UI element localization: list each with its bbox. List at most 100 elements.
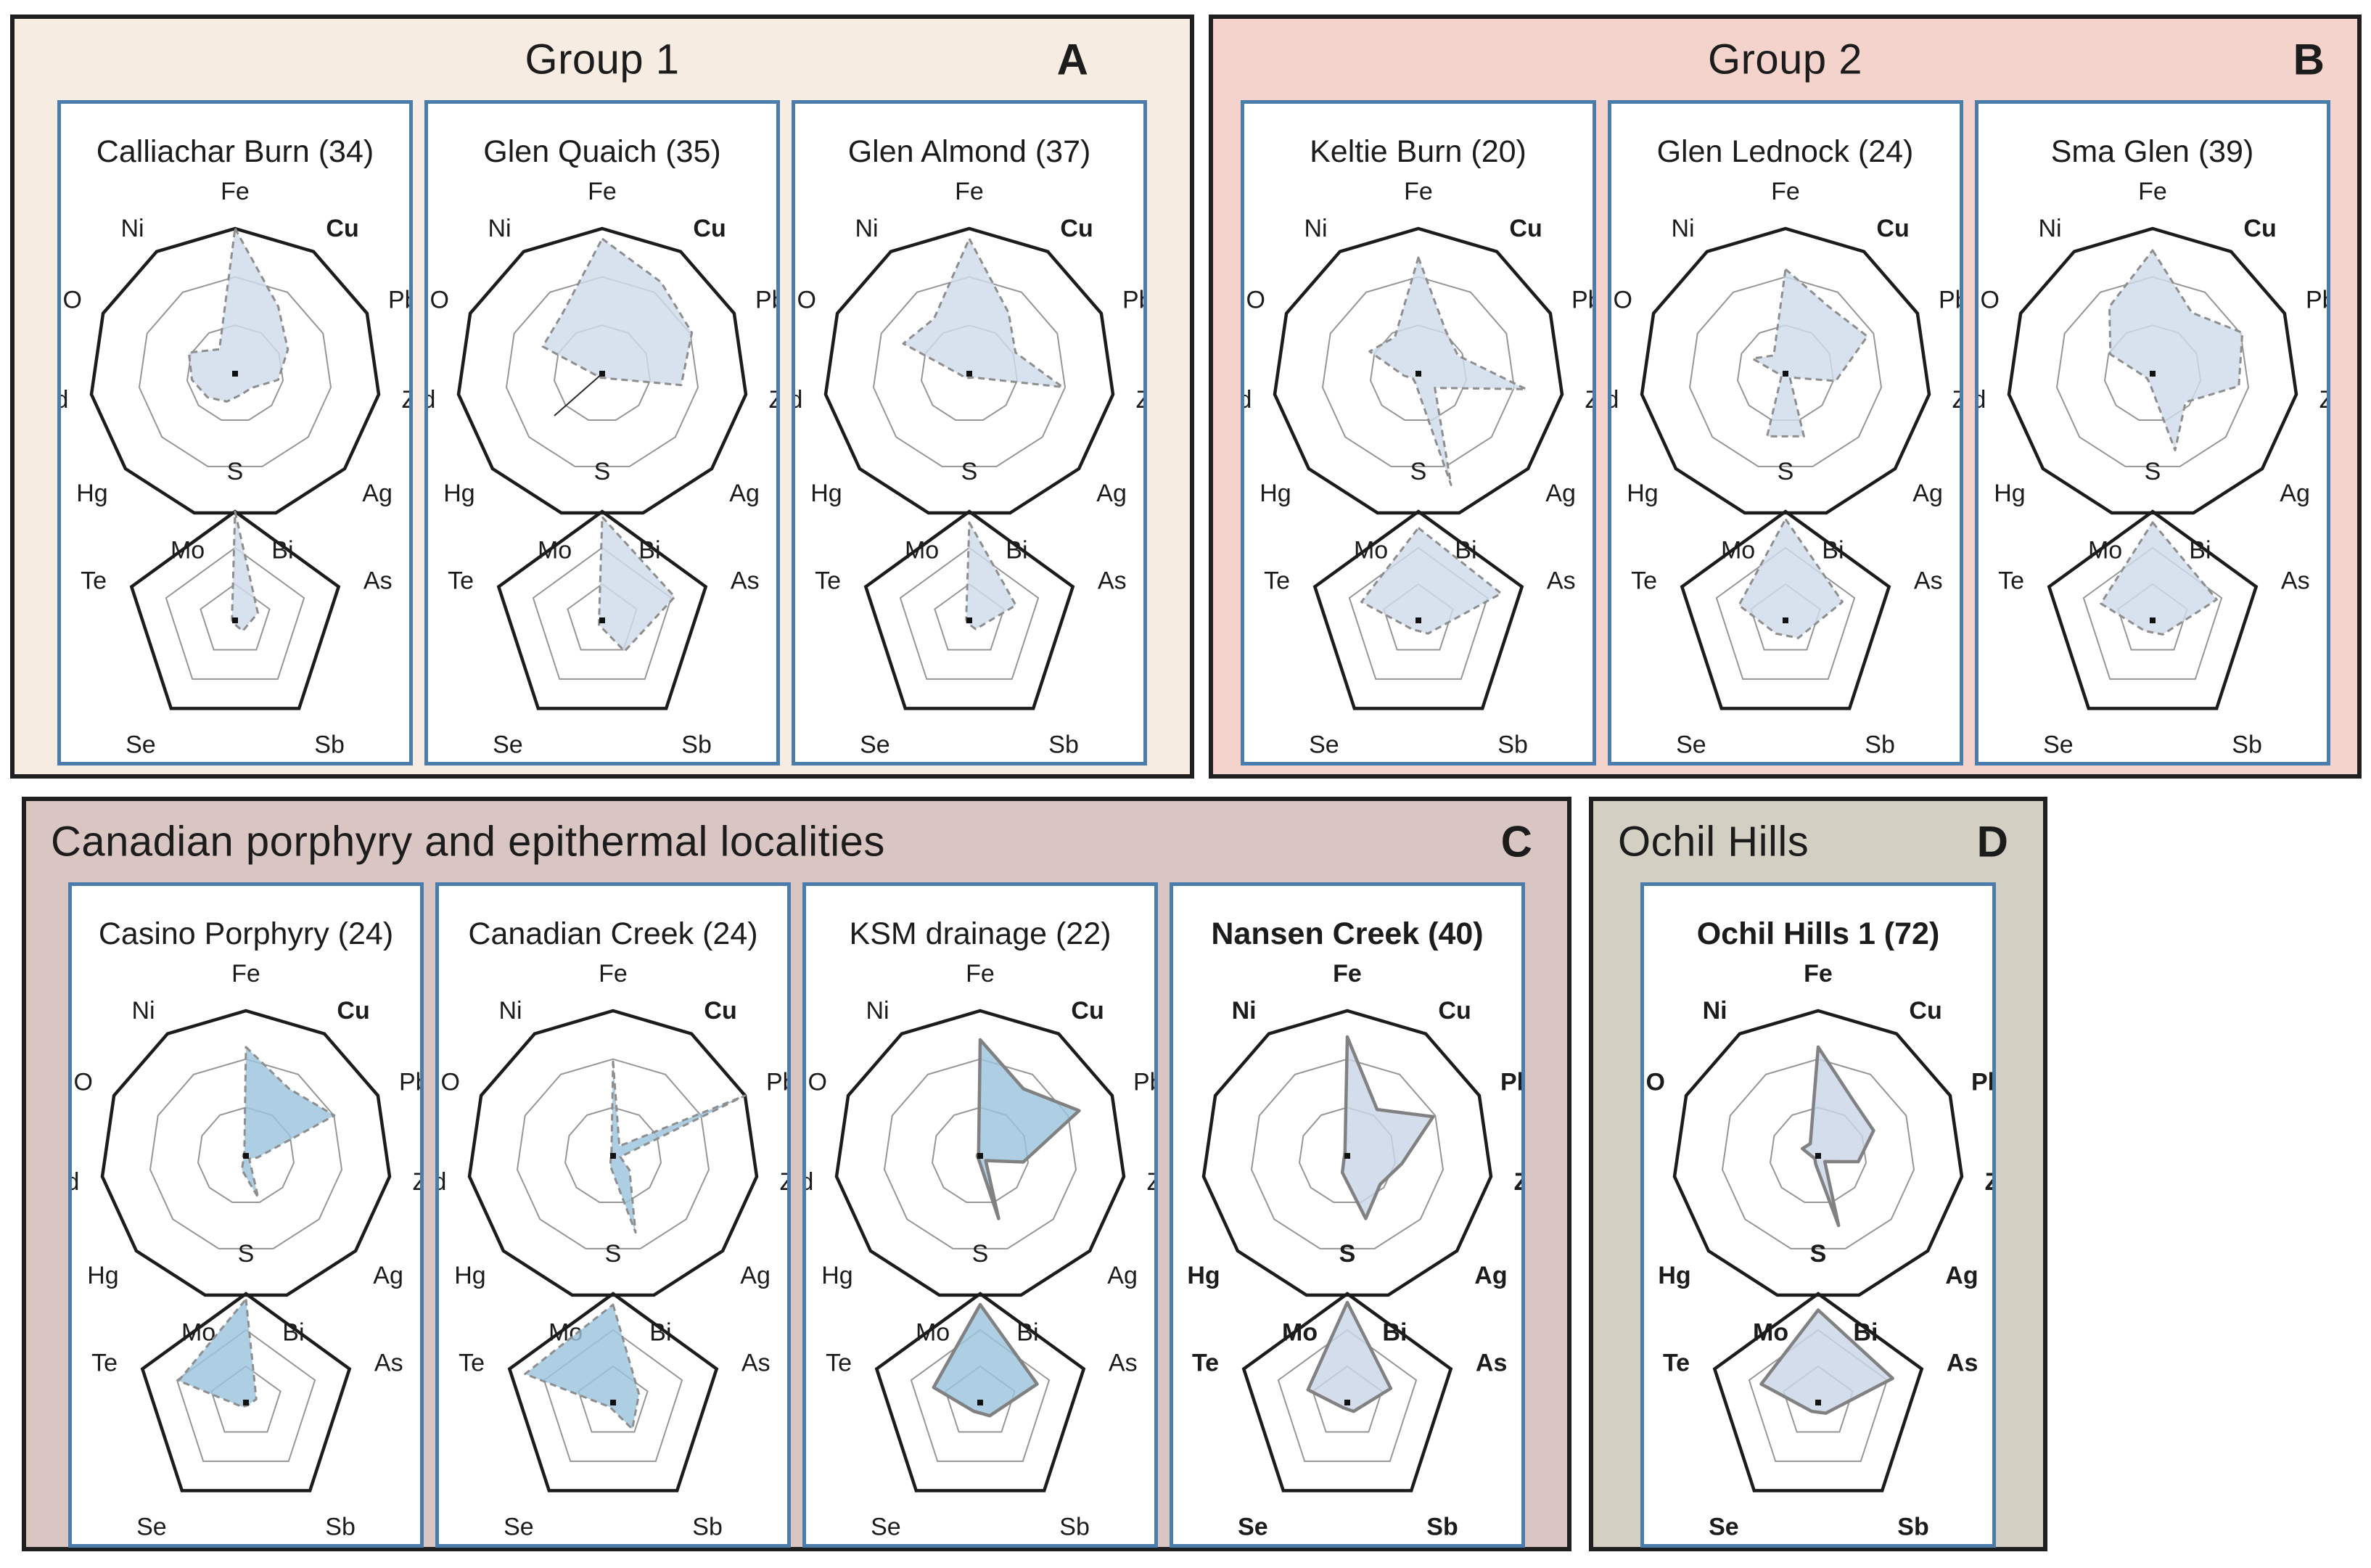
- axis-label-zn: Zn: [1147, 1168, 1154, 1196]
- group-a-letter: A: [1056, 35, 1088, 84]
- radar-center-dot: [977, 1400, 983, 1405]
- radar-pair-svg-nansen-creek: FeCuPbZnAgBiMoHgNiSAsSbSeTe: [1187, 960, 1521, 1541]
- group-b-title: Group 2: [1707, 36, 1863, 83]
- axis-label-o: O: [1980, 287, 1999, 314]
- axis-label-fe: Fe: [231, 960, 260, 988]
- axis-label-pb: Pb: [1133, 1069, 1154, 1096]
- axis-label-s: S: [1339, 1240, 1356, 1268]
- radar-center-dot: [232, 617, 238, 623]
- radar-gridline: [165, 546, 305, 680]
- axis-label-sb: Sb: [1497, 731, 1528, 759]
- axis-label-cu: Cu: [704, 997, 736, 1025]
- metals-radar-data-polygon: [1368, 256, 1527, 486]
- metals-radar-data-polygon: [1340, 1035, 1435, 1220]
- radar-pair-svg-casino-porphyry: FeCuPbZnAgBiMoHgPdONiSAsSbSeTe: [72, 960, 420, 1541]
- radar-center-dot: [1782, 617, 1788, 623]
- axis-label-o: O: [430, 287, 449, 314]
- axis-label-te: Te: [81, 567, 107, 595]
- radar-gridline: [1715, 546, 1855, 680]
- axis-label-ni: Ni: [1232, 997, 1257, 1025]
- axis-label-s: S: [1777, 458, 1793, 485]
- axis-label-pd: Pd: [439, 1168, 446, 1196]
- radar-center-dot: [1815, 1153, 1821, 1159]
- axis-label-hg: Hg: [810, 480, 842, 507]
- metals-radar-data-polygon: [975, 1038, 1081, 1220]
- axis-label-te: Te: [459, 1350, 485, 1377]
- radar-pair-svg-ochil-hills-1: FeCuPbZnAgBiMoHgONiSAsSbSeTe: [1646, 960, 1992, 1541]
- axis-label-pb: Pb: [766, 1069, 787, 1096]
- group-b-header: Group 2 B: [1213, 19, 2357, 100]
- axis-label-sb: Sb: [1048, 731, 1079, 759]
- axis-label-sb: Sb: [1059, 1514, 1090, 1541]
- axis-label-zn: Zn: [1585, 386, 1592, 414]
- axis-label-fe: Fe: [1333, 960, 1362, 988]
- axis-label-fe: Fe: [966, 960, 995, 988]
- radar-center-dot: [599, 617, 605, 623]
- radar-pair-svg-calliachar-burn: FeCuPbZnAgBiMoHgPdONiSAsSbSeTe: [61, 178, 409, 759]
- axis-label-fe: Fe: [1804, 960, 1833, 988]
- axis-label-ni: Ni: [1703, 997, 1727, 1025]
- axis-label-te: Te: [91, 1350, 118, 1377]
- radar-outer-polygon: [496, 509, 708, 710]
- locality-panel-casino-porphyry: Casino Porphyry (24) FeCuPbZnAgBiMoHgPdON…: [68, 882, 424, 1548]
- locality-panel-sma-glen: Sma Glen (39)FeCuPbZnAgBiMoHgPdONiSAsSbS…: [1974, 100, 2330, 765]
- axis-label-as: As: [374, 1350, 403, 1377]
- axis-label-se: Se: [1309, 731, 1339, 759]
- radar-outer-polygon: [140, 1292, 352, 1493]
- axis-label-ni: Ni: [1304, 215, 1327, 242]
- radar-gridline: [138, 276, 332, 467]
- axis-label-fe: Fe: [221, 178, 250, 205]
- axis-label-s: S: [972, 1240, 989, 1268]
- axis-label-se: Se: [1238, 1514, 1268, 1541]
- axis-label-fe: Fe: [1404, 178, 1433, 205]
- axis-label-hg: Hg: [1260, 480, 1291, 507]
- chalcogen-radar-data-polygon: [1360, 527, 1503, 635]
- panel-title-glen-quaich: Glen Quaich (35): [483, 134, 721, 169]
- radar-gridline: [1321, 276, 1515, 467]
- axis-label-pb: Pb: [2306, 287, 2327, 314]
- axis-label-pd: Pd: [428, 386, 435, 414]
- locality-panel-calliachar-burn: Calliachar Burn (34)FeCuPbZnAgBiMoHgPdON…: [57, 100, 413, 765]
- axis-label-s: S: [594, 458, 611, 485]
- group-a-panels: Calliachar Burn (34)FeCuPbZnAgBiMoHgPdON…: [15, 100, 1190, 765]
- panel-title-casino-porphyry: Casino Porphyry (24): [98, 916, 394, 951]
- axis-label-o: O: [441, 1069, 460, 1096]
- axis-label-ag: Ag: [1096, 480, 1127, 507]
- axis-label-sb: Sb: [314, 731, 345, 759]
- metals-radar-data-polygon: [609, 1060, 747, 1234]
- group-c-header: Canadian porphyry and epithermal localit…: [26, 801, 1567, 882]
- axis-label-o: O: [808, 1069, 827, 1096]
- radar-center-dot: [1344, 1400, 1350, 1405]
- axis-label-ag: Ag: [740, 1262, 771, 1289]
- axis-label-ag: Ag: [729, 480, 760, 507]
- axis-label-ni: Ni: [855, 215, 878, 242]
- axis-label-hg: Hg: [1187, 1262, 1220, 1289]
- radar-gridline: [910, 1329, 1051, 1462]
- radar-pair-svg-glen-lednock: FeCuPbZnAgBiMoHgPdONiSAsSbSeTe: [1611, 178, 1960, 759]
- panel-title-ksm-drainage: KSM drainage (22): [849, 916, 1111, 951]
- radar-center-dot: [610, 1400, 616, 1405]
- axis-label-mo: Mo: [905, 537, 939, 565]
- axis-label-as: As: [363, 567, 393, 595]
- axis-label-ag: Ag: [362, 480, 393, 507]
- axis-label-cu: Cu: [326, 215, 358, 242]
- radar-gridline: [149, 1058, 343, 1249]
- axis-label-hg: Hg: [1658, 1262, 1690, 1289]
- axis-label-zn: Zn: [402, 386, 409, 414]
- axis-label-sb: Sb: [2232, 731, 2262, 759]
- axis-label-o: O: [74, 1069, 93, 1096]
- group-d-panels: Ochil Hills 1 (72)FeCuPbZnAgBiMoHgONiSAs…: [1593, 882, 2043, 1548]
- group-b-letter: B: [2293, 35, 2325, 84]
- axis-label-mo: Mo: [1353, 537, 1387, 565]
- axis-label-ni: Ni: [120, 215, 144, 242]
- chalcogen-radar-data-polygon: [1737, 518, 1844, 639]
- locality-panel-nansen-creek: Nansen Creek (40)FeCuPbZnAgBiMoHgNiSAsSb…: [1170, 882, 1525, 1548]
- group-box-c: Canadian porphyry and epithermal localit…: [22, 797, 1571, 1551]
- axis-label-cu: Cu: [2243, 215, 2276, 242]
- axis-label-as: As: [1476, 1350, 1507, 1377]
- radar-center-dot: [232, 371, 238, 377]
- radar-pair-svg-glen-quaich: FeCuPbZnAgBiMoHgPdONiSAsSbSeTe: [428, 178, 776, 759]
- locality-panel-glen-almond: Glen Almond (37)FeCuPbZnAgBiMoHgPdONiSAs…: [792, 100, 1147, 765]
- radar-pair-svg-ksm-drainage: FeCuPbZnAgBiMoHgPdONiSAsSbSeTe: [806, 960, 1154, 1541]
- axis-label-zn: Zn: [1952, 386, 1959, 414]
